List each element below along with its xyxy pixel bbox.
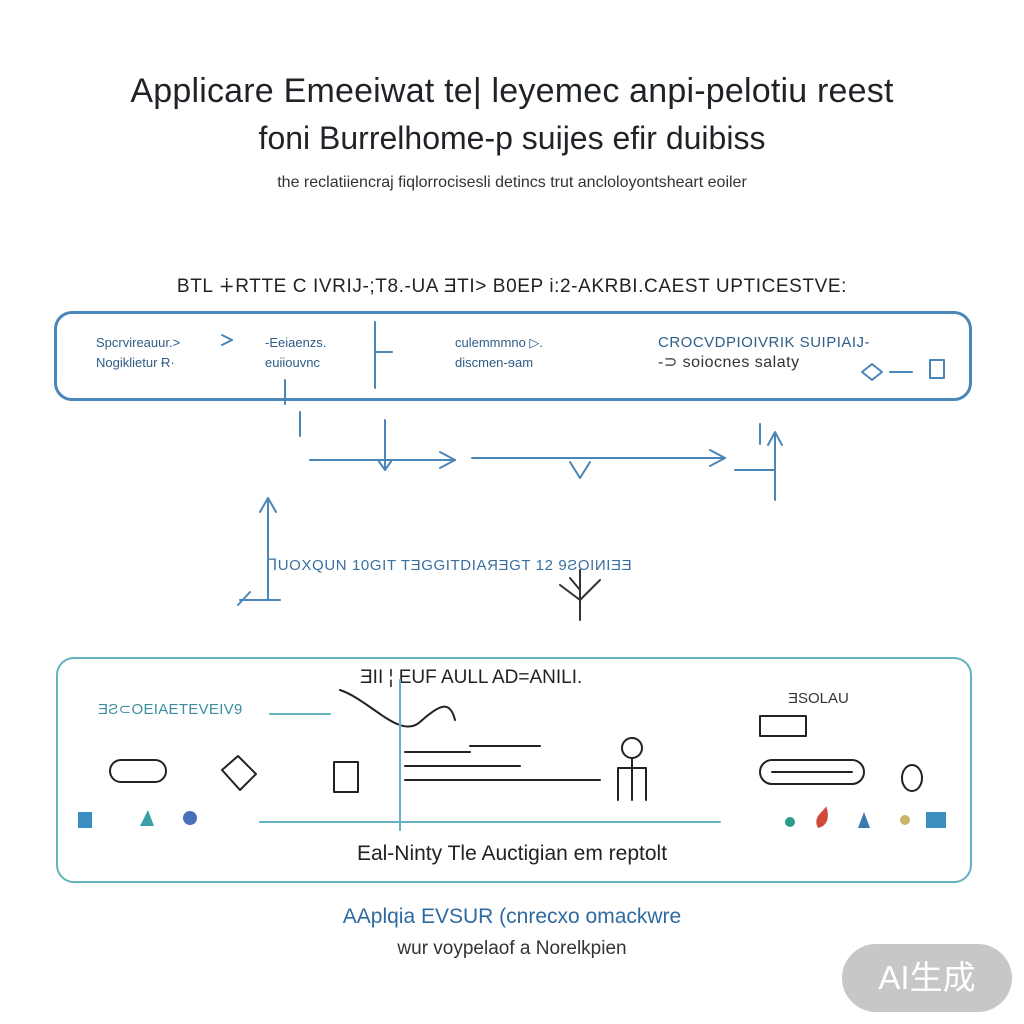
bottom-box-right-label: ƎSOLAU (788, 690, 849, 707)
arrowhead-2 (709, 449, 726, 467)
arrowhead-down-2 (569, 461, 591, 479)
cell-1-line2: Nogiklietur Ɍ· (96, 355, 175, 370)
cell-2-line1: -Eeiaenzs. (265, 335, 327, 350)
cell-2-line2: euiiouvnc (265, 355, 320, 370)
arrowhead-down-1 (377, 459, 393, 471)
bottom-box-left-label: ƎƧ⊂OEIAETEVEIV9 (98, 701, 243, 718)
diagram-title-line1: Applicare Emeeiwat te| leyemec anpi-pelo… (130, 72, 894, 110)
bottom-box-heading: ƎII ¦ EUF AULL AD=ANILI. (360, 667, 583, 688)
arrowhead-1 (439, 451, 456, 469)
top-box-cell-2: -Eeiaenzs. euiiouvnc (265, 333, 375, 373)
top-box-cell-4: CROCVDPIOIVRIK SUIPIAIJ- -⊃ soiocnes sal… (658, 333, 958, 373)
cell-1-line1: Spcrvireauur.> (96, 335, 181, 350)
figure-caption-line2: wur voypelaof a Norelkpien (397, 938, 627, 959)
tree-icon (559, 569, 601, 621)
top-process-box (54, 311, 972, 401)
section-label: BTL ∔RTTE C IVRIJ-;T8.-UA ƎTI> B0EP i:2-… (176, 276, 848, 297)
arrowhead-left-base (237, 591, 251, 606)
cell-3-line2: discmen-ɘam (455, 355, 534, 370)
ai-generated-badge: AI生成 (842, 944, 1012, 1012)
top-box-cell-1: Spcrvireauur.> Nogiklietur Ɍ· (96, 333, 246, 373)
cell-3-line1: culemmmno ▷. (455, 335, 544, 350)
diagram-title-line2: foni Burrelhome-p suijes efir duibiss (258, 120, 766, 156)
arrowhead-up-left (259, 497, 277, 513)
top-box-cell-3: culemmmno ▷. discmen-ɘam (455, 333, 625, 373)
figure-caption-line1: AAplqia EVSUR (cnrecxo omackwre (342, 905, 682, 928)
diagram-subtitle: the reclatiiencraj fiqlorrocisesli detin… (277, 174, 747, 191)
bottom-box-footer: Eal-Ninty Tle Auctigian em reptolt (356, 842, 668, 865)
cell-4-line1: CROCVDPIOIVRIK SUIPIAIJ- (658, 334, 871, 351)
cell-4-line2: -⊃ soiocnes salaty (658, 354, 800, 371)
flow-caption: ᒣUOXQUN 10GIT TƎGGITDIAЯƎGT 12 9ƧOIИIƎƎ (268, 557, 633, 574)
arrowhead-up-right (767, 431, 783, 446)
